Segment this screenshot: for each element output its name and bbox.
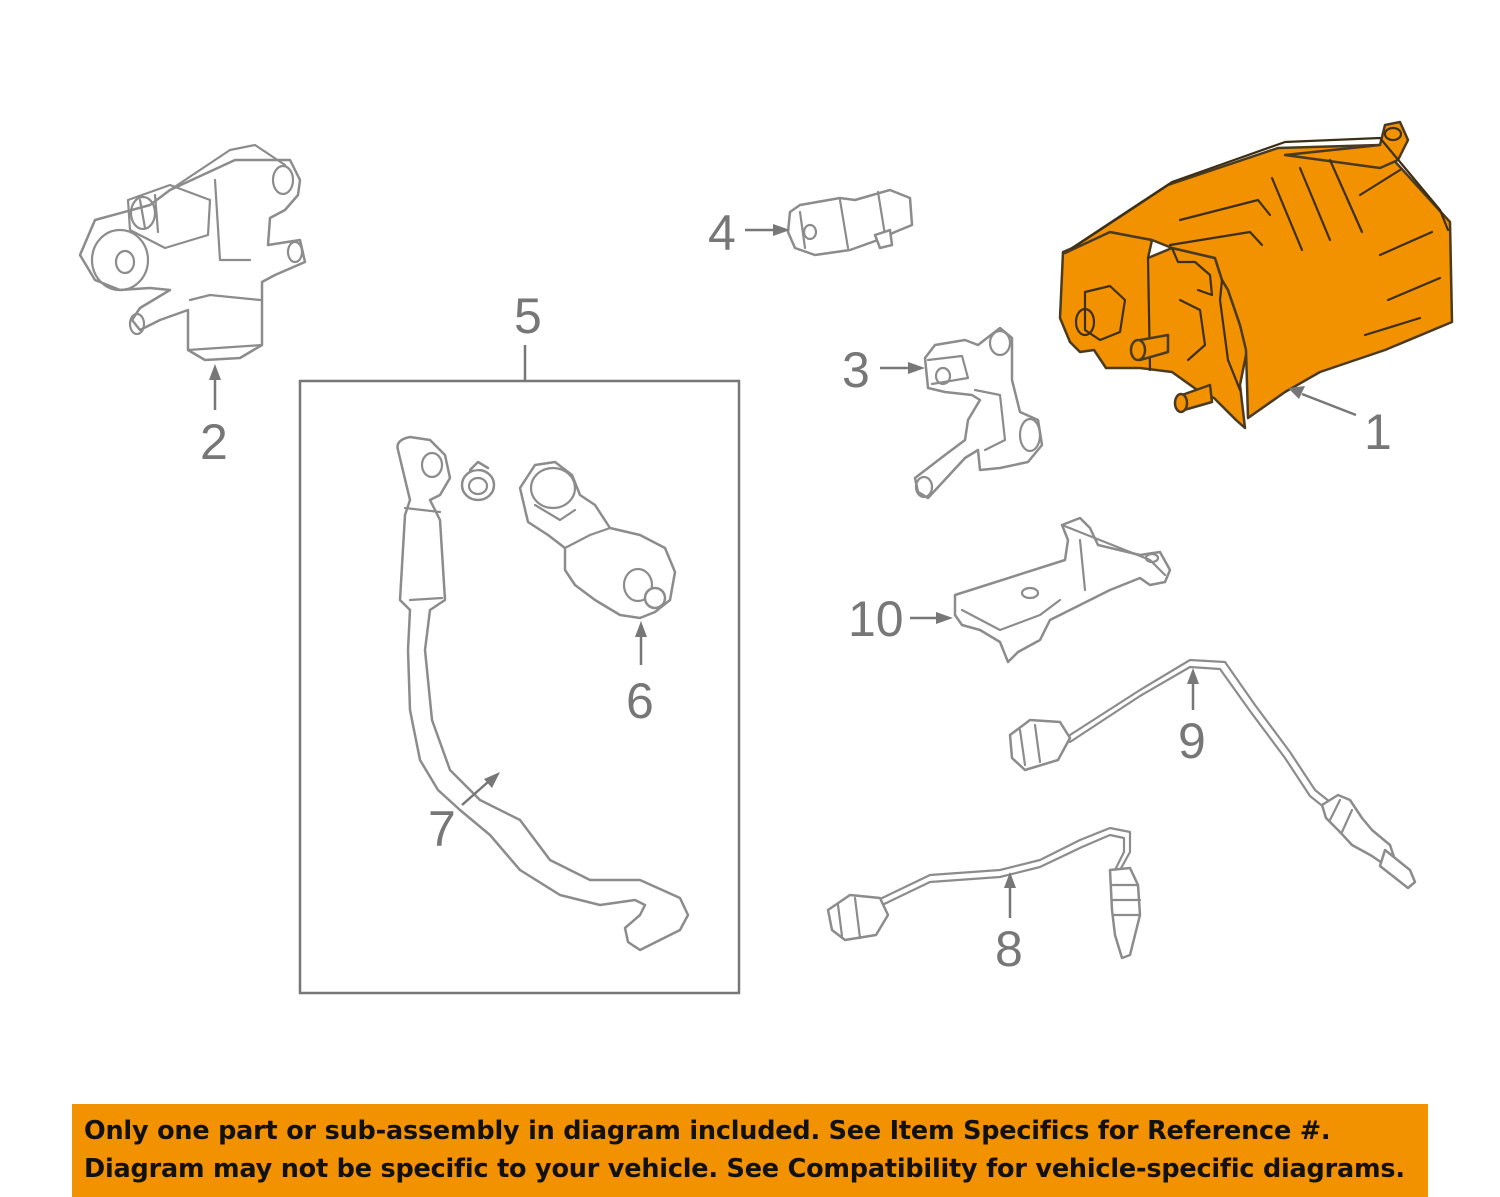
part-6-check-valve[interactable] — [518, 460, 677, 620]
clamp — [460, 460, 496, 502]
callout-8: 8 — [995, 872, 1023, 977]
callout-7: 7 — [428, 772, 500, 857]
part-2-purge-valve[interactable] — [78, 143, 307, 362]
disclaimer-line-2: Diagram may not be specific to your vehi… — [84, 1154, 1405, 1184]
svg-text:3: 3 — [842, 342, 870, 398]
disclaimer-banner: Only one part or sub-assembly in diagram… — [72, 1104, 1428, 1197]
svg-text:8: 8 — [995, 921, 1023, 977]
callout-10: 10 — [848, 591, 953, 647]
part-5-assembly-box — [298, 379, 741, 995]
svg-text:10: 10 — [848, 591, 904, 647]
disclaimer-line-1: Only one part or sub-assembly in diagram… — [84, 1116, 1331, 1146]
callout-6: 6 — [626, 621, 654, 729]
part-3-vent-valve[interactable] — [913, 326, 1044, 500]
part-7-hose[interactable] — [396, 435, 690, 952]
part-10-bracket[interactable] — [953, 516, 1172, 664]
svg-text:1: 1 — [1364, 404, 1392, 460]
callout-5: 5 — [514, 288, 542, 381]
parts-diagram: 1 2 3 — [78, 120, 1454, 995]
svg-text:4: 4 — [708, 205, 736, 261]
part-4-pressure-sensor[interactable] — [786, 188, 914, 257]
part-1-canister[interactable] — [1058, 120, 1454, 430]
callout-2: 2 — [200, 364, 228, 470]
svg-text:7: 7 — [428, 801, 456, 857]
svg-text:9: 9 — [1178, 713, 1206, 769]
callout-1: 1 — [1288, 386, 1392, 460]
callout-3: 3 — [842, 342, 925, 398]
part-8-oxygen-sensor[interactable] — [826, 826, 1142, 960]
part-9-oxygen-sensor[interactable] — [1008, 658, 1417, 890]
callout-9: 9 — [1178, 668, 1206, 769]
svg-text:6: 6 — [626, 673, 654, 729]
svg-text:2: 2 — [200, 414, 228, 470]
svg-text:5: 5 — [514, 288, 542, 344]
callout-4: 4 — [708, 205, 790, 261]
